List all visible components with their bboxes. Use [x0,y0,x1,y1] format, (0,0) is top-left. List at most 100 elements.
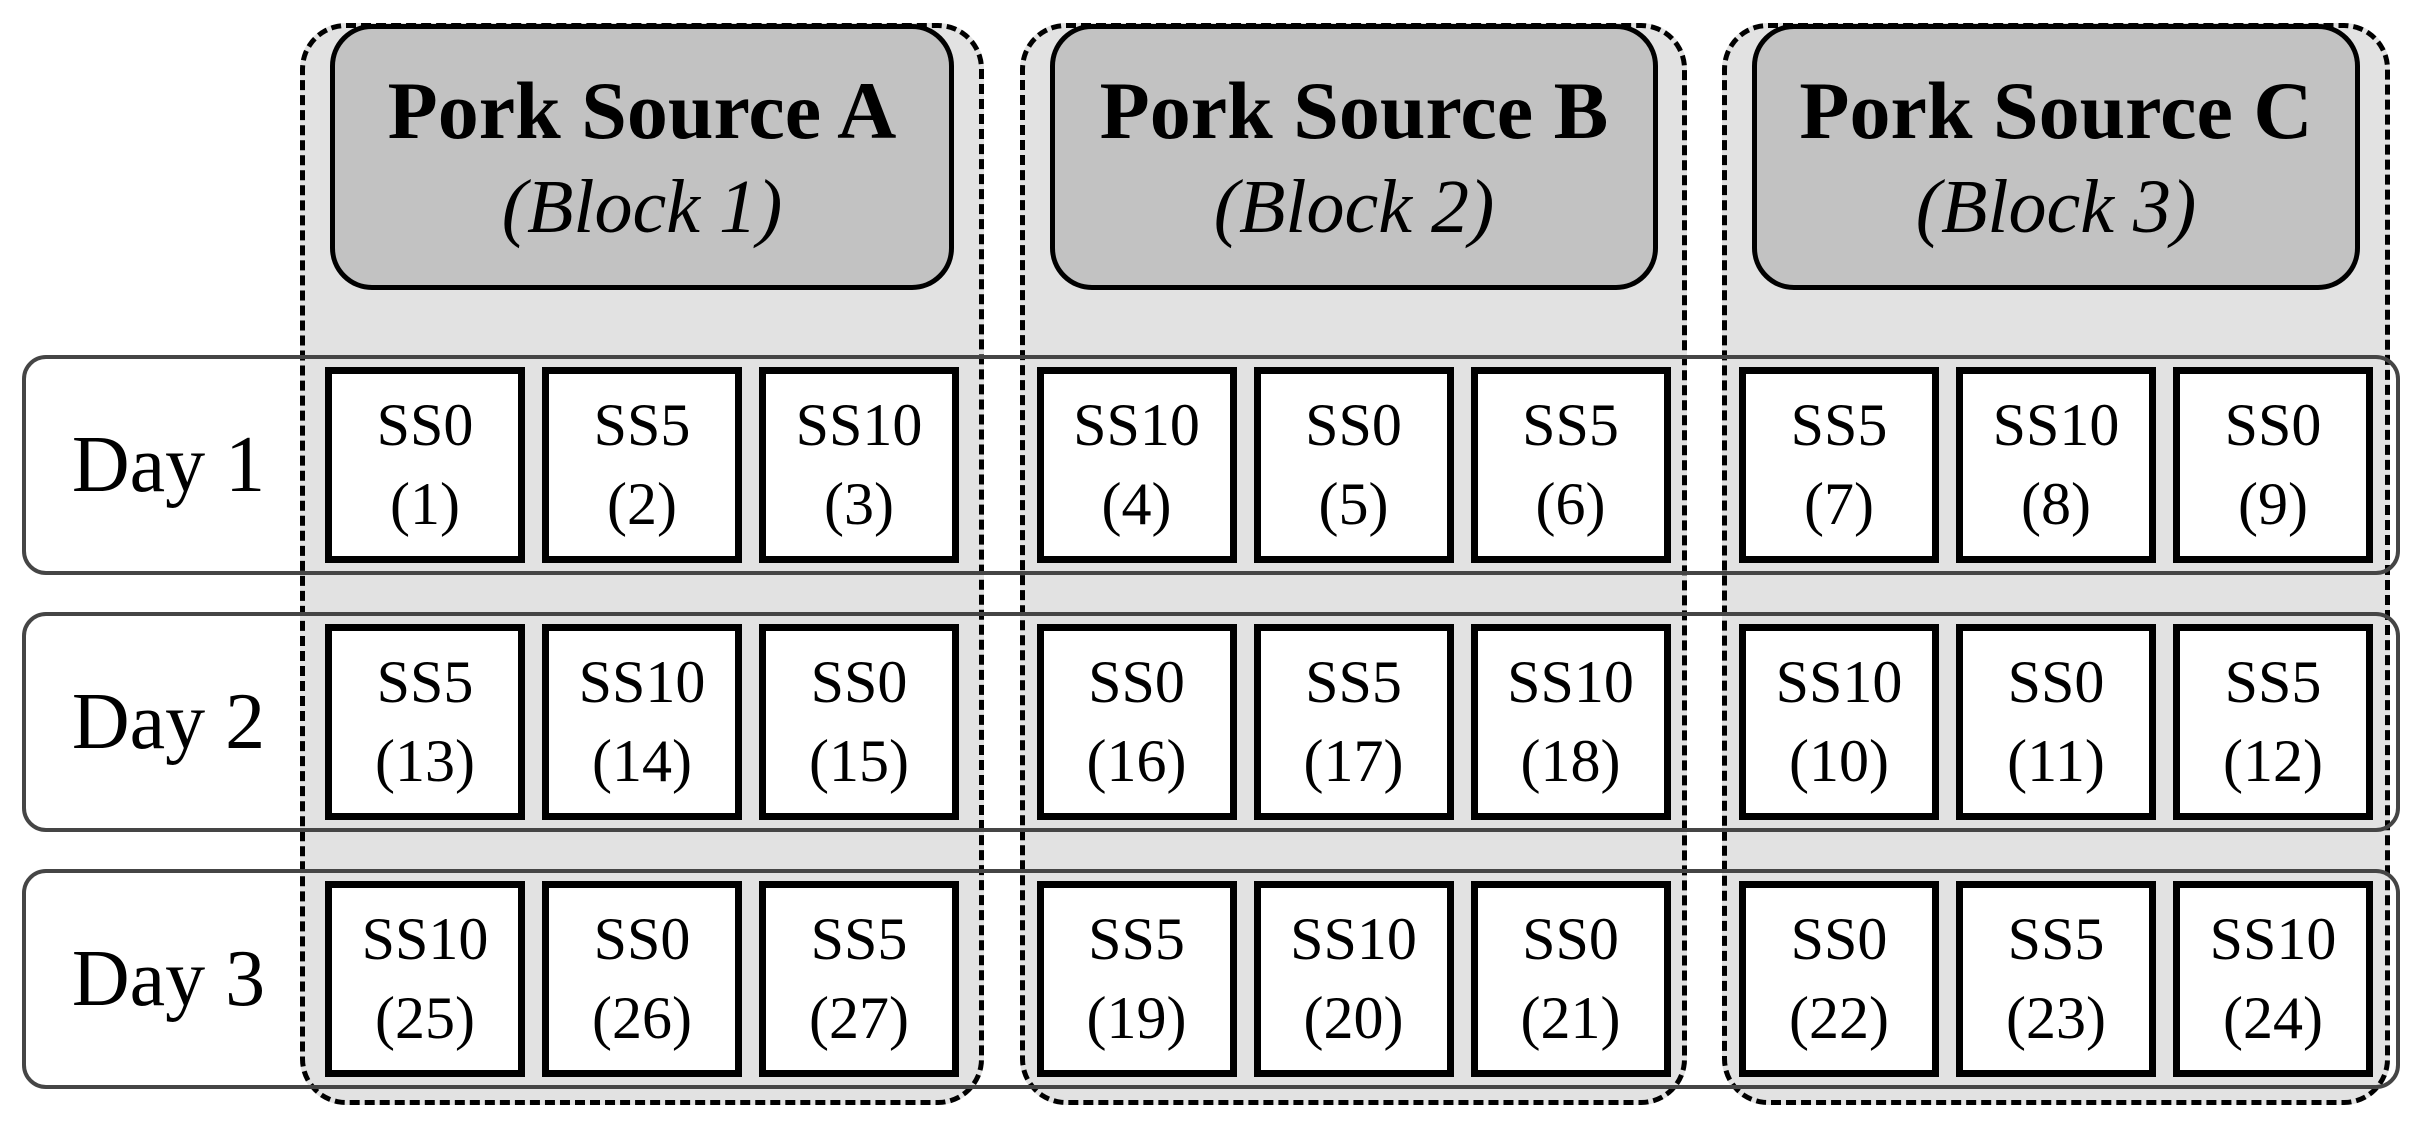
day-2-row: Day 2 [22,612,2400,832]
treatment-label: SS10 [1507,648,1634,715]
day-3-row: Day 3 [22,869,2400,1089]
unit-number: (8) [2021,471,2091,537]
cell-group-day1-source-c: SS5 (7) SS10 (8) SS0 (9) [1732,367,2380,563]
treatment-label: SS0 [593,905,691,972]
unit-number: (26) [592,985,692,1051]
treatment-cell: SS10 (18) [1470,624,1671,820]
treatment-cell: SS0 (1) [325,367,525,563]
treatment-label: SS0 [2224,391,2322,458]
unit-number: (3) [824,471,894,537]
pork-source-b-header: Pork Source B (Block 2) [1050,24,1658,290]
treatment-label: SS5 [2224,648,2322,715]
treatment-label: SS10 [2209,905,2337,972]
cell-group-day2-source-c: SS10 (10) SS0 (11) SS5 (12) [1732,624,2380,820]
source-block-subtitle: (Block 2) [1213,164,1495,249]
treatment-cell: SS0 (16) [1036,624,1237,820]
unit-number: (19) [1086,985,1187,1051]
unit-number: (14) [592,728,692,794]
treatment-label: SS5 [593,391,691,458]
treatment-label: SS0 [1088,648,1185,715]
unit-number: (20) [1303,985,1404,1051]
pork-source-c-header: Pork Source C (Block 3) [1752,24,2360,290]
treatment-cell: SS10 (10) [1739,624,1939,820]
treatment-label: SS10 [1073,391,1200,458]
unit-number: (6) [1535,471,1606,537]
treatment-cell: SS0 (5) [1253,367,1454,563]
treatment-label: SS5 [1790,391,1888,458]
treatment-label: SS10 [1775,648,1903,715]
treatment-cell: SS5 (23) [1956,881,2156,1077]
unit-number: (4) [1101,471,1172,537]
cell-group-day3-source-c: SS0 (22) SS5 (23) SS10 (24) [1732,881,2380,1077]
cell-group-day3-source-b: SS5 (19) SS10 (20) SS0 (21) [1030,881,1677,1077]
treatment-label: SS5 [1088,905,1185,972]
treatment-cell: SS0 (9) [2173,367,2373,563]
treatment-label: SS5 [1522,391,1619,458]
treatment-label: SS0 [2007,648,2105,715]
treatment-cell: SS5 (17) [1253,624,1454,820]
treatment-label: SS10 [795,391,923,458]
pork-source-a-header: Pork Source A (Block 1) [330,24,954,290]
treatment-cell: SS0 (22) [1739,881,1939,1077]
treatment-cell: SS5 (7) [1739,367,1939,563]
unit-number: (12) [2223,728,2323,794]
source-title: Pork Source A [387,64,897,156]
treatment-label: SS10 [1992,391,2120,458]
source-title: Pork Source B [1099,64,1609,156]
day-1-row: Day 1 [22,355,2400,575]
treatment-label: SS0 [810,648,908,715]
treatment-cell: SS5 (6) [1470,367,1671,563]
treatment-cell: SS5 (19) [1036,881,1237,1077]
unit-number: (2) [607,471,677,537]
unit-number: (9) [2238,471,2308,537]
treatment-cell: SS5 (13) [325,624,525,820]
treatment-label: SS5 [810,905,908,972]
unit-number: (7) [1804,471,1874,537]
unit-number: (5) [1318,471,1389,537]
treatment-label: SS0 [1305,391,1402,458]
source-title: Pork Source C [1799,64,2313,156]
day-3-label: Day 3 [71,935,266,1023]
unit-number: (11) [2007,728,2105,794]
treatment-cell: SS10 (24) [2173,881,2373,1077]
treatment-label: SS5 [376,648,474,715]
unit-number: (22) [1789,985,1889,1051]
treatment-cell: SS10 (14) [542,624,742,820]
treatment-cell: SS0 (15) [759,624,959,820]
unit-number: (15) [809,728,909,794]
treatment-label: SS0 [1790,905,1888,972]
treatment-label: SS5 [1305,648,1402,715]
treatment-label: SS10 [1290,905,1417,972]
unit-number: (1) [390,471,460,537]
cell-group-day2-source-a: SS5 (13) SS10 (14) SS0 (15) [312,624,972,820]
treatment-cell: SS5 (27) [759,881,959,1077]
treatment-label: SS10 [361,905,489,972]
treatment-cell: SS0 (26) [542,881,742,1077]
unit-number: (16) [1086,728,1187,794]
unit-number: (27) [809,985,909,1051]
treatment-cell: SS10 (4) [1036,367,1237,563]
unit-number: (18) [1520,728,1621,794]
treatment-cell: SS10 (20) [1253,881,1454,1077]
treatment-label: SS0 [376,391,474,458]
cell-group-day2-source-b: SS0 (16) SS5 (17) SS10 (18) [1030,624,1677,820]
treatment-label: SS10 [578,648,706,715]
cell-group-day1-source-a: SS0 (1) SS5 (2) SS10 (3) [312,367,972,563]
unit-number: (23) [2006,985,2106,1051]
treatment-cell: SS10 (8) [1956,367,2156,563]
source-block-subtitle: (Block 3) [1915,164,2197,249]
unit-number: (25) [375,985,475,1051]
treatment-cell: SS10 (3) [759,367,959,563]
unit-number: (10) [1789,728,1889,794]
treatment-cell: SS0 (21) [1470,881,1671,1077]
unit-number: (17) [1303,728,1404,794]
unit-number: (21) [1520,985,1621,1051]
treatment-cell: SS0 (11) [1956,624,2156,820]
day-2-label: Day 2 [71,678,266,766]
treatment-cell: SS5 (12) [2173,624,2373,820]
treatment-label: SS5 [2007,905,2105,972]
day-1-label: Day 1 [71,421,266,509]
cell-group-day1-source-b: SS10 (4) SS0 (5) SS5 (6) [1030,367,1677,563]
unit-number: (24) [2223,985,2323,1051]
